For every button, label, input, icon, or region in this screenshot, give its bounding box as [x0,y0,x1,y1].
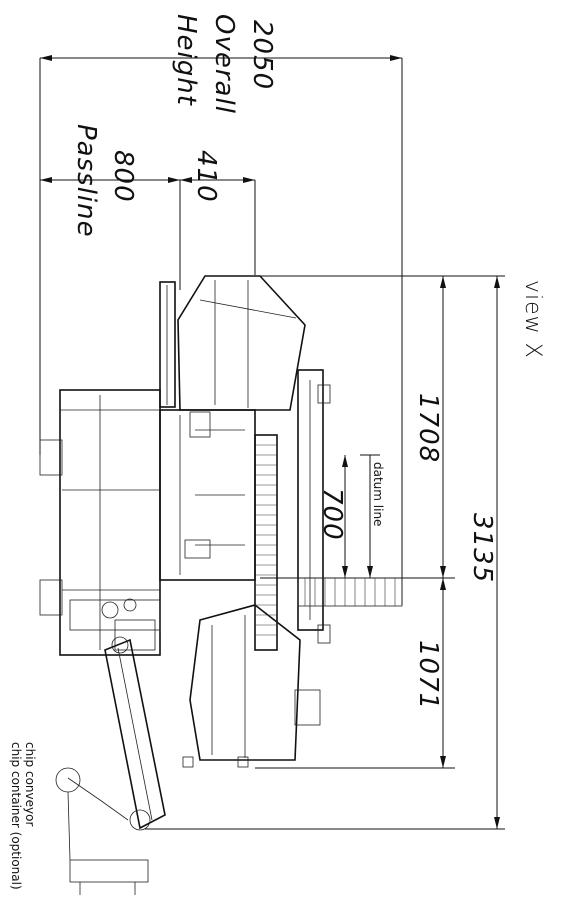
view-label: view X [520,280,545,359]
total-length-value: 3135 [467,513,497,583]
datum-label: datum line [371,462,385,526]
machine-body [39,275,403,895]
overall-height-dimension: 2050 Overall Height [39,14,403,605]
overall-height-value: 2050 [247,20,277,90]
chip-container-label: chip container (optional) [9,742,23,890]
passline-label: Passline [71,124,101,238]
offset-value: 410 [191,150,221,203]
chip-conveyor-label: chip conveyor [23,742,37,826]
callouts: chip conveyor chip container (optional) [9,742,37,890]
length-dimensions: 1708 1071 3135 700 datum line [145,275,505,830]
passline-value: 800 [108,150,138,203]
datum-value: 700 [317,488,347,541]
length-lower-value: 1071 [413,640,443,710]
overall-height-line2: Height [171,14,201,106]
passline-dimension: 800 Passline 410 [40,124,256,290]
length-upper-value: 1708 [413,393,443,463]
overall-height-line1: Overall [209,14,239,114]
